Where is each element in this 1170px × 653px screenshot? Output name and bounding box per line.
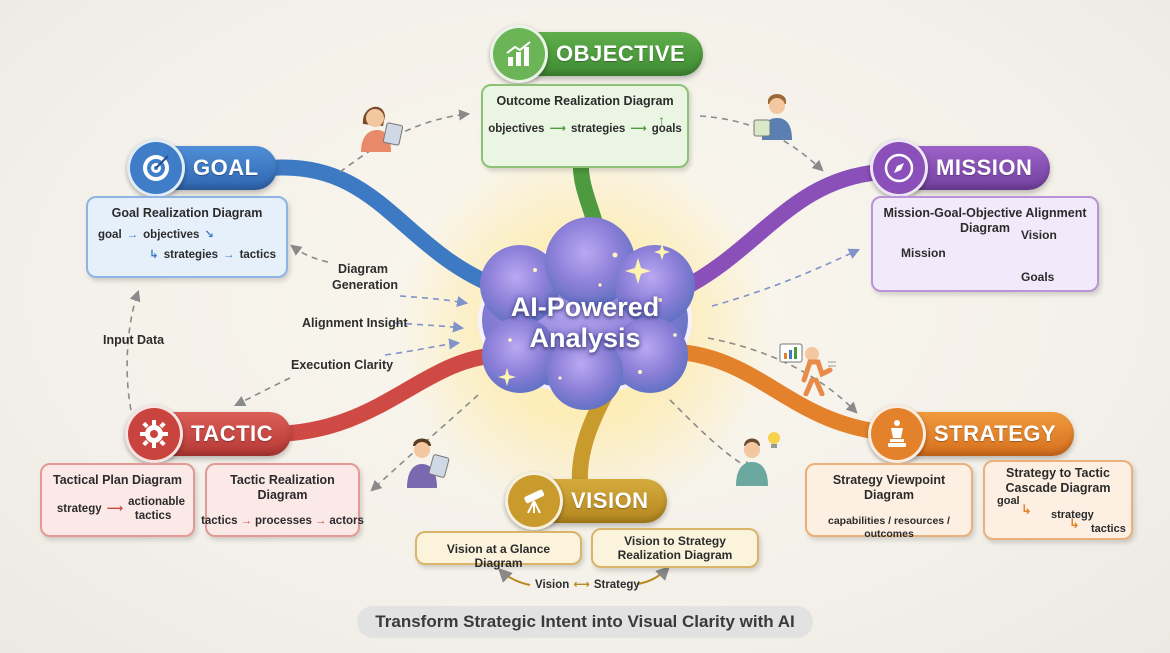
tactical-plan-card[interactable]: Tactical Plan Diagram strategy ⟶ actiona…	[40, 463, 195, 537]
branch-goal	[262, 159, 508, 296]
flow-item: processes	[255, 515, 312, 527]
strategy-node[interactable]: STRATEGY	[868, 405, 1075, 463]
arrow-right-icon: ⟶	[549, 123, 566, 135]
goal-realization-card[interactable]: Goal Realization Diagram goal → objectiv…	[86, 196, 288, 278]
card-title: Tactical Plan Diagram	[53, 473, 182, 487]
arrow-curve-icon: ↳	[1021, 502, 1032, 517]
flow-item: objectives	[143, 229, 200, 241]
arrow-right-icon: →	[240, 515, 253, 527]
arrow-right-icon: →	[223, 248, 235, 261]
person-with-chart-icon	[779, 343, 836, 396]
mission-alignment-card[interactable]: Mission-Goal-Objective Alignment Diagram…	[871, 196, 1099, 292]
man-with-lightbulb-icon	[736, 432, 780, 486]
man-with-tablet-icon	[407, 438, 450, 488]
card-title: Tactic Realization Diagram	[230, 473, 335, 502]
arrow-both-icon: ⟷	[573, 579, 590, 591]
outcome-realization-card[interactable]: Outcome Realization Diagram objectives ⟶…	[481, 84, 689, 168]
goal-label: GOAL	[193, 155, 259, 180]
flow-item: tactics	[239, 248, 276, 261]
card-title: Strategy to Tactic Cascade Diagram	[1005, 466, 1111, 495]
card-title: Vision to Strategy Realization Diagram	[617, 534, 733, 563]
arrow-up-icon: ↑	[658, 112, 665, 128]
goal-node[interactable]: GOAL	[127, 139, 277, 197]
vision-glance-card[interactable]: Vision at a Glance Diagram	[415, 531, 582, 570]
strategy-viewpoint-text: capabilities / resources / outcomes	[828, 515, 950, 540]
mission-label: MISSION	[936, 155, 1033, 180]
loop-item: Vision	[535, 579, 570, 591]
strategy-cascade-card[interactable]: Strategy to Tactic Cascade Diagram goal …	[983, 460, 1133, 540]
objective-node[interactable]: OBJECTIVE	[490, 25, 704, 83]
flow-item: strategies	[570, 123, 626, 135]
alignment-insight-label: Alignment Insight	[302, 316, 408, 330]
vision-strategy-loop: Vision ⟷ Strategy	[535, 578, 640, 592]
center-title-line2: Analysis	[529, 323, 641, 354]
arrow-curve-icon: ↳	[1069, 516, 1080, 531]
flow-item: objectives	[488, 123, 545, 135]
arrow-curve-icon: ↳	[149, 248, 159, 261]
branch-mission	[672, 164, 888, 298]
tactic-realization-card[interactable]: Tactic Realization Diagram tactics → pro…	[201, 463, 364, 537]
bar-chart-growth-icon	[490, 25, 548, 83]
arrow-curve-icon: ↘	[204, 229, 215, 241]
vision-strategy-card[interactable]: Vision to Strategy Realization Diagram	[591, 528, 759, 568]
target-icon	[127, 139, 185, 197]
strategy-viewpoint-card[interactable]: Strategy Viewpoint Diagram capabilities …	[805, 463, 973, 540]
mission-target: Vision	[1021, 228, 1057, 242]
objective-label: OBJECTIVE	[556, 41, 686, 66]
execution-clarity-label: Execution Clarity	[291, 358, 394, 372]
flow-item: goals	[651, 123, 682, 135]
vision-node[interactable]: VISION	[505, 472, 667, 530]
mission-source: Mission	[901, 246, 946, 260]
arrow-right-icon: →	[314, 515, 327, 527]
center-title: AI-Powered Analysis	[480, 292, 690, 354]
mission-node[interactable]: MISSION	[870, 139, 1051, 197]
flow-item: strategy	[1051, 509, 1094, 521]
arrow-right-icon: ⟶	[630, 123, 647, 135]
card-title: Mission-Goal-Objective Alignment Diagram	[883, 206, 1087, 235]
caption-banner: Transform Strategic Intent into Visual C…	[357, 606, 813, 638]
arrow-right-icon: ⟶	[106, 502, 124, 515]
flow-item: tactics	[1091, 523, 1126, 535]
flow-item: tactics	[201, 515, 238, 527]
ai-cloud	[478, 217, 695, 410]
center-title-line1: AI-Powered	[510, 292, 660, 322]
woman-with-tablet-icon	[361, 106, 404, 152]
input-data-label: Input Data	[103, 333, 165, 347]
card-title: Goal Realization Diagram	[111, 206, 263, 220]
gear-icon	[125, 405, 183, 463]
loop-item: Strategy	[593, 579, 640, 591]
diagram-generation-label: Diagram Generation	[332, 262, 398, 292]
strategy-label: STRATEGY	[934, 421, 1057, 446]
man-reading-icon	[753, 94, 792, 140]
flow-item: goal	[997, 495, 1020, 507]
branch-strategy	[672, 344, 888, 440]
telescope-icon	[505, 472, 563, 530]
branch-tactic	[262, 347, 506, 442]
flow-item: strategy	[56, 502, 102, 515]
chess-queen-icon	[868, 405, 926, 463]
flow-item: actionable tactics	[128, 496, 186, 522]
vision-label: VISION	[571, 488, 649, 513]
flow-item: strategies	[163, 248, 219, 261]
tactic-node[interactable]: TACTIC	[125, 405, 292, 463]
card-title: Strategy Viewpoint Diagram	[832, 473, 946, 502]
arrow-right-icon: →	[126, 229, 139, 241]
compass-icon	[870, 139, 928, 197]
mission-target: Goals	[1021, 270, 1055, 284]
card-title: Outcome Realization Diagram	[496, 94, 674, 108]
flow-item: actors	[329, 515, 364, 527]
tactic-label: TACTIC	[191, 421, 274, 446]
flow-item: goal	[98, 229, 122, 241]
card-title: Vision at a Glance Diagram	[446, 542, 551, 571]
